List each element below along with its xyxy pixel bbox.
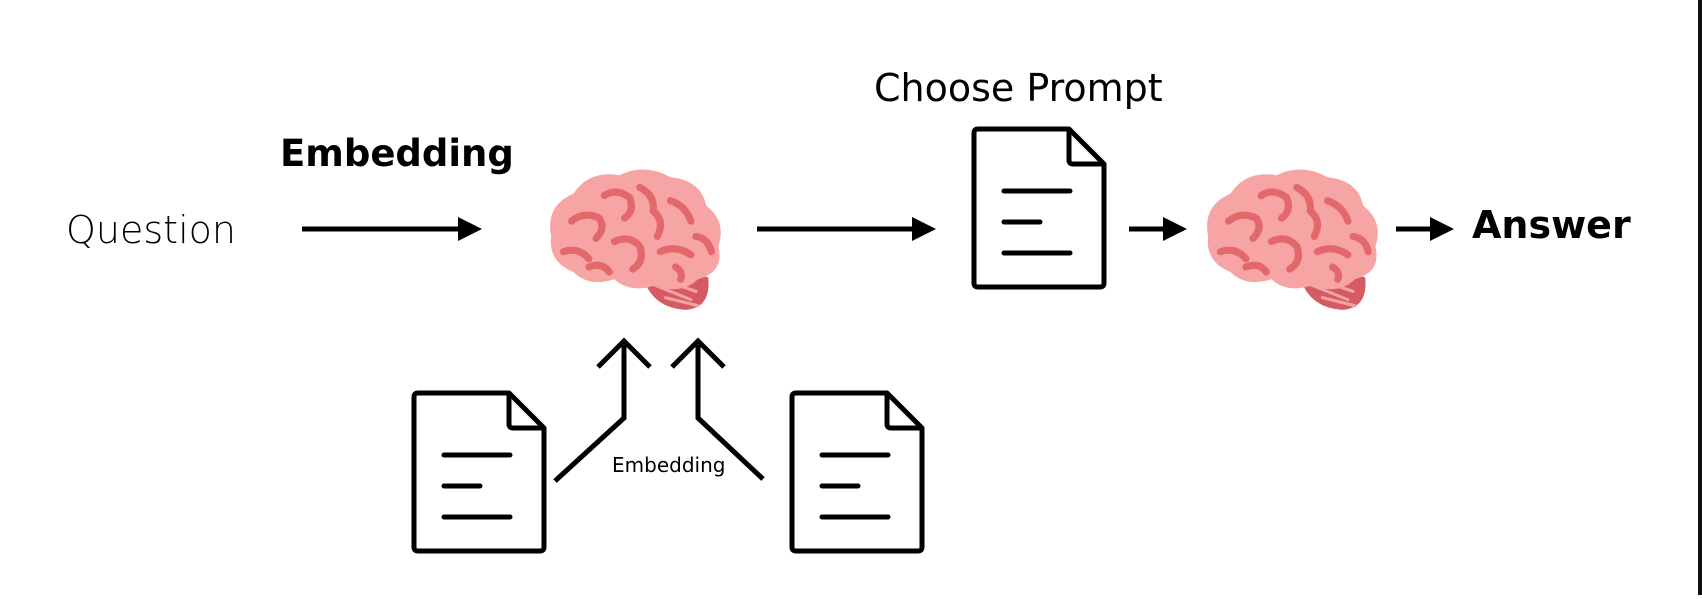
arrow-question-to-brain bbox=[302, 217, 482, 241]
prompt-document-icon bbox=[974, 129, 1104, 287]
arrow-brain-to-answer bbox=[1396, 217, 1454, 241]
embedding-arrow-right bbox=[670, 337, 765, 481]
arrow-prompt-to-brain bbox=[1129, 217, 1187, 241]
answer-label: Answer bbox=[1472, 203, 1631, 247]
question-label: Question bbox=[66, 208, 236, 252]
brain-icon bbox=[550, 170, 721, 310]
brain-icon bbox=[1207, 170, 1378, 310]
choose-prompt-label: Choose Prompt bbox=[874, 66, 1163, 110]
arrow-brain-to-prompt bbox=[757, 217, 936, 241]
source-document-right-icon bbox=[792, 393, 922, 551]
frame-border bbox=[1698, 0, 1702, 595]
source-document-left-icon bbox=[414, 393, 544, 551]
embedding-top-label: Embedding bbox=[280, 132, 514, 175]
embedding-bottom-label: Embedding bbox=[612, 453, 725, 477]
embedding-arrow-left bbox=[553, 337, 652, 483]
